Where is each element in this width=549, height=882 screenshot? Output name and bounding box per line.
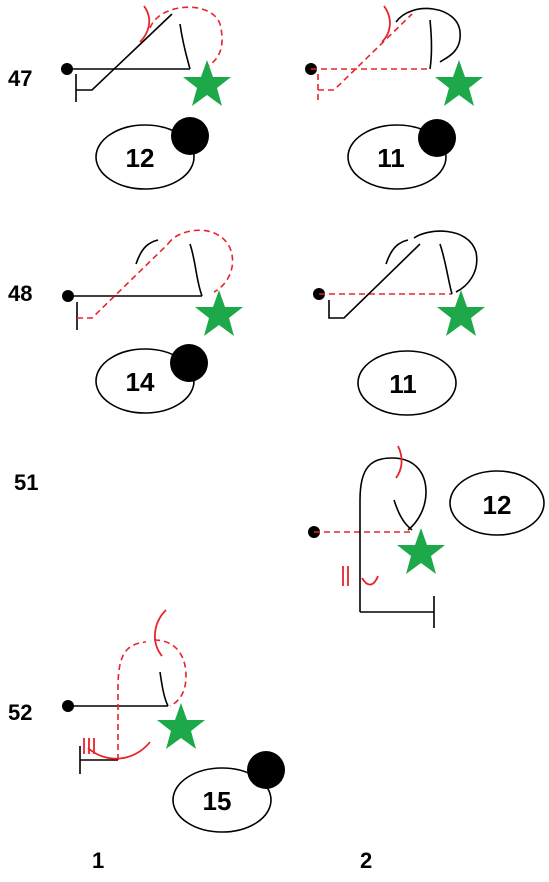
path-line [135,239,159,265]
star-icon [397,528,445,574]
path-line [75,13,173,102]
count-number: 11 [389,369,417,399]
path-line [79,746,118,774]
path-line [359,457,427,612]
end-marks [342,566,349,586]
star-icon [195,290,243,336]
end-marks [83,738,95,754]
star-icon [157,703,205,749]
row-label-47: 47 [8,66,32,91]
path-line [393,499,413,531]
figure-47-2: 11 [305,5,483,190]
count-oval [95,124,195,190]
figure-52-1: 15 [62,609,285,833]
figure-51-2: 12 [308,445,545,628]
path-line [429,19,433,70]
row-label-48: 48 [8,281,32,306]
path-line [360,596,435,628]
position-dot [170,344,208,382]
crossing-arc [381,5,391,43]
path-line [395,7,461,63]
count-number: 14 [126,367,155,397]
count-number: 11 [377,143,405,173]
figure-48-2: 11 [313,230,485,416]
path-line [159,671,169,707]
star-icon [437,290,485,336]
count-number: 15 [203,786,232,816]
column-label-1: 1 [92,848,104,873]
crossing-arc [139,5,151,43]
dashed-path [149,6,223,67]
position-dot [247,751,285,789]
position-dot [171,117,209,155]
dashed-path [317,13,413,102]
path-line [385,239,409,265]
count-number: 12 [483,490,512,520]
crossing-arc [395,445,403,479]
crossing-arc [361,575,379,586]
star-icon [183,60,231,106]
dashed-path [77,243,169,319]
figure-48-1: 14 [62,229,243,414]
count-oval [357,350,457,416]
crossing-arc [154,609,167,657]
count-oval [172,767,272,833]
crossing-arc [87,741,151,760]
count-oval [449,470,545,536]
dashed-path [167,229,234,293]
path-line [328,243,421,319]
figure-47-1: 12 [61,5,231,190]
path-line [189,243,203,297]
position-dot [418,119,456,157]
star-icon [435,60,483,106]
row-label-51: 51 [14,470,38,495]
dashed-path [117,641,147,760]
path-line [439,243,453,295]
count-number: 12 [126,143,155,173]
dashed-path [153,639,187,707]
row-label-52: 52 [8,700,32,725]
path-line [413,230,478,293]
path-line [179,23,191,70]
column-label-2: 2 [360,848,372,873]
